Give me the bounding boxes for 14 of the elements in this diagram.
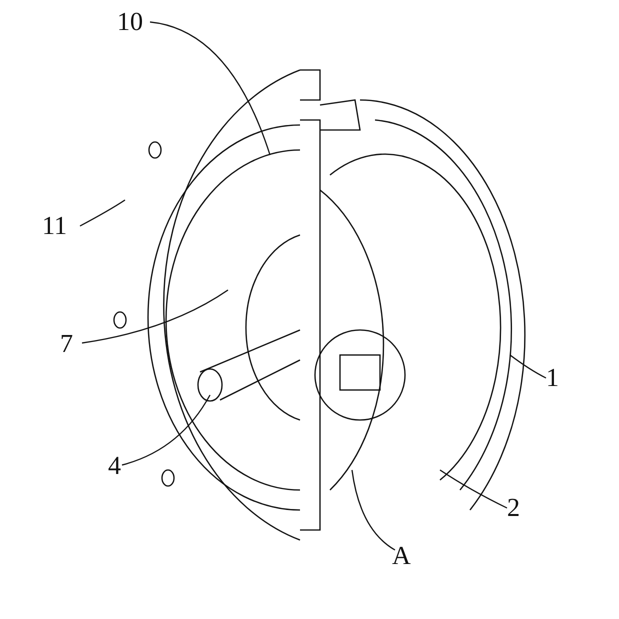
callout-number: 4 xyxy=(106,452,123,480)
callout-number: 2 xyxy=(505,494,522,522)
callout-number: 11 xyxy=(40,212,70,240)
leader-line xyxy=(80,200,126,227)
leader-line xyxy=(440,470,508,509)
callout-number: A xyxy=(390,542,413,570)
leader-line xyxy=(82,290,228,344)
callout-number: 1 xyxy=(544,364,561,392)
leader-line xyxy=(510,354,546,379)
leader-line xyxy=(122,394,211,466)
callout-number: 10 xyxy=(115,8,145,36)
leader-line xyxy=(150,21,271,156)
leader-line xyxy=(351,470,396,550)
callout-number: 7 xyxy=(58,330,75,358)
